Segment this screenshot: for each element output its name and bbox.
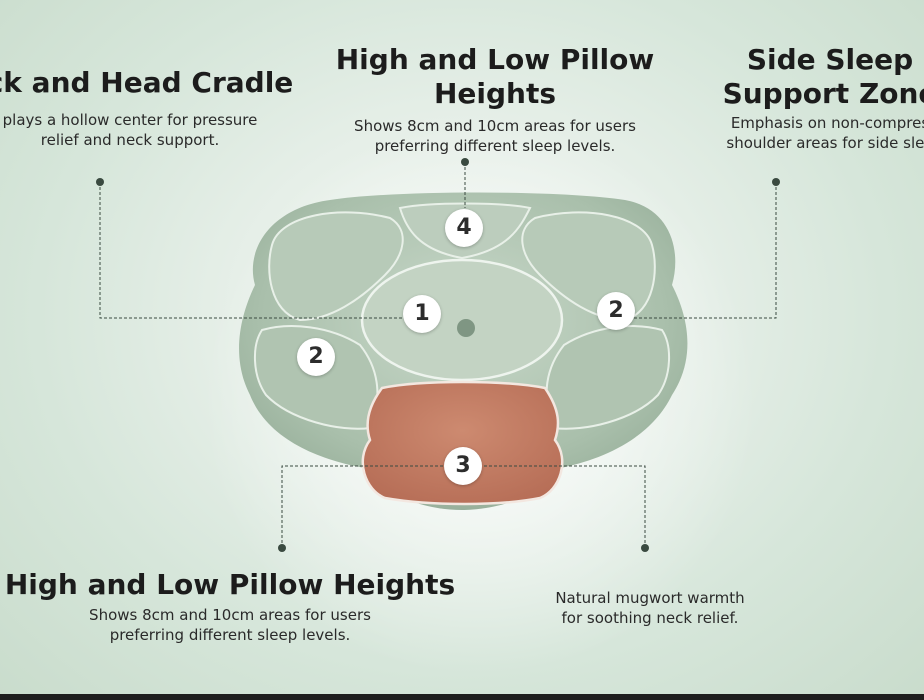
pillow-heights-bottom-title: High and Low Pillow Heights — [4, 568, 456, 601]
marker-3: 3 — [444, 447, 482, 485]
leader-dots — [96, 158, 780, 552]
mugwort-description: Natural mugwort warmth for soothing neck… — [555, 589, 745, 627]
pad-top-left — [268, 211, 404, 322]
marker-1: 1 — [403, 295, 441, 333]
leader-line-2-right — [632, 182, 777, 319]
side-sleep-title: Side Sleep Support Zone — [722, 43, 924, 110]
pillow-heights-top-title: High and Low Pillow Heights — [335, 43, 655, 110]
pillow-heights-bottom-description: Shows 8cm and 10cm areas for users prefe… — [89, 606, 371, 644]
marker-4: 4 — [445, 209, 483, 247]
side-sleep-description: Emphasis on non-compres shoulder areas f… — [726, 114, 924, 152]
leader-line-3-right — [480, 465, 646, 548]
neck-cradle-title: ck and Head Cradle — [0, 66, 294, 99]
leader-line-3-left — [281, 465, 445, 548]
neck-cradle-description: plays a hollow center for pressure relie… — [2, 111, 258, 149]
marker-2-left: 2 — [297, 338, 335, 376]
bottom-border — [0, 694, 924, 700]
leader-lines — [99, 162, 777, 548]
mugwort-zone — [361, 380, 564, 506]
center-hole — [457, 319, 475, 337]
pillow-heights-top-description: Shows 8cm and 10cm areas for users prefe… — [354, 117, 636, 155]
leader-line-1 — [99, 182, 405, 319]
marker-2-right: 2 — [597, 292, 635, 330]
